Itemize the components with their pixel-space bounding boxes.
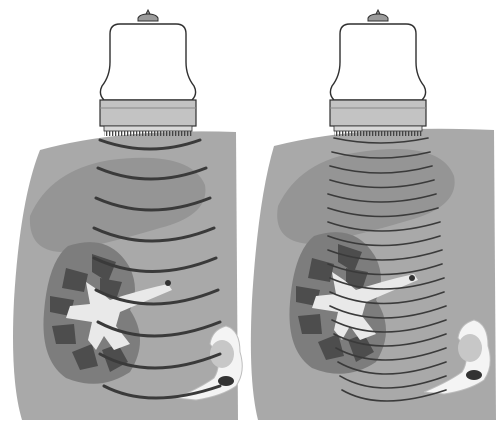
left-panel: [13, 10, 242, 420]
target-dot-left: [165, 280, 171, 286]
right-panel: [251, 10, 496, 420]
target-dot-right: [409, 275, 415, 281]
transducer-icon-left: [100, 10, 196, 136]
transducer-icon-right: [330, 10, 426, 136]
